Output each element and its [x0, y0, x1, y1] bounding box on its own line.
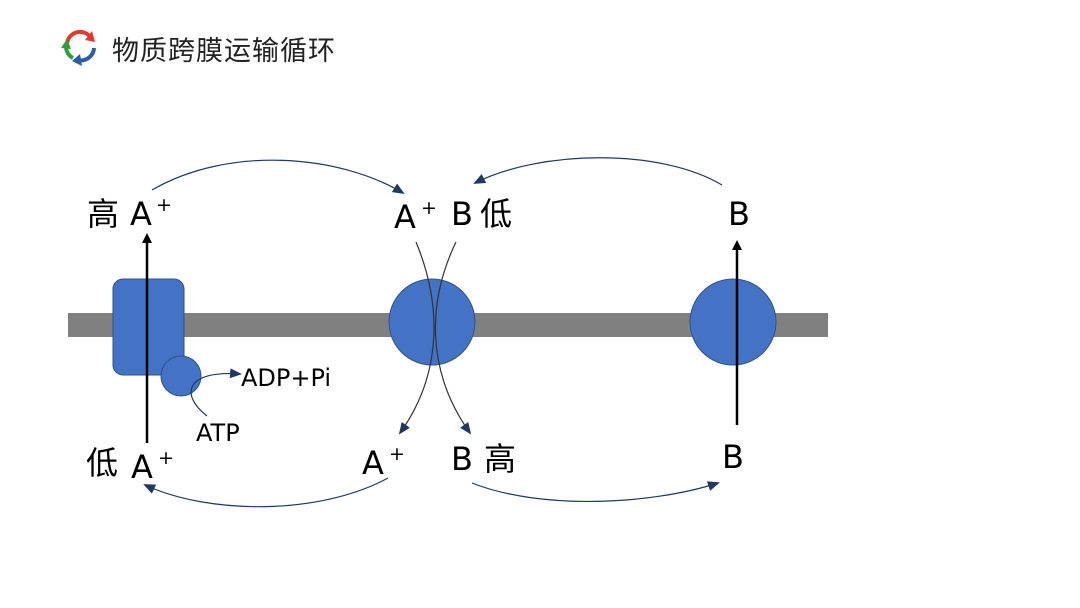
atp-hydrolysis-arrow [190, 368, 242, 417]
label-low-top-mid: 低 [480, 195, 512, 233]
label-low-bottom-left: 低 [86, 444, 118, 482]
pump-protein [112, 278, 185, 376]
label-b-bottom-mid: B [451, 440, 473, 478]
label-a-top-mid-plus: + [421, 197, 437, 219]
recycle-arrows-icon [58, 24, 102, 72]
label-a-bottom-mid: A [362, 444, 384, 482]
label-atp: ATP [196, 419, 240, 447]
label-adp-pi: ADP+Pi [241, 364, 331, 392]
cotransport-carrier [388, 278, 476, 366]
a-top-curve-arrow [151, 159, 405, 195]
b-top-curve-arrow [473, 157, 723, 186]
label-high-bottom-mid: 高 [484, 440, 516, 478]
atp-binding-site [160, 355, 202, 397]
label-high-top-left: 高 [87, 195, 119, 233]
b-bottom-curve-arrow [471, 481, 720, 502]
b-down-arrow [434, 241, 472, 435]
label-b-top-right: B [728, 195, 750, 233]
label-a-top-left-plus: + [156, 194, 172, 216]
label-a-bottom-left: A [131, 448, 153, 486]
page-title: 物质跨膜运输循环 [112, 35, 336, 67]
b-carrier [689, 278, 777, 366]
label-a-bottom-left-plus: + [158, 447, 174, 469]
label-b-top-mid: B [451, 195, 473, 233]
label-a-bottom-mid-plus: + [389, 443, 405, 465]
header: 物质跨膜运输循环 [58, 24, 336, 72]
label-a-top-left: A [130, 195, 152, 233]
a-bottom-curve-arrow [143, 477, 389, 508]
label-b-bottom-right: B [722, 438, 744, 476]
label-a-top-mid: A [394, 198, 416, 236]
a-down-arrow [398, 241, 435, 435]
